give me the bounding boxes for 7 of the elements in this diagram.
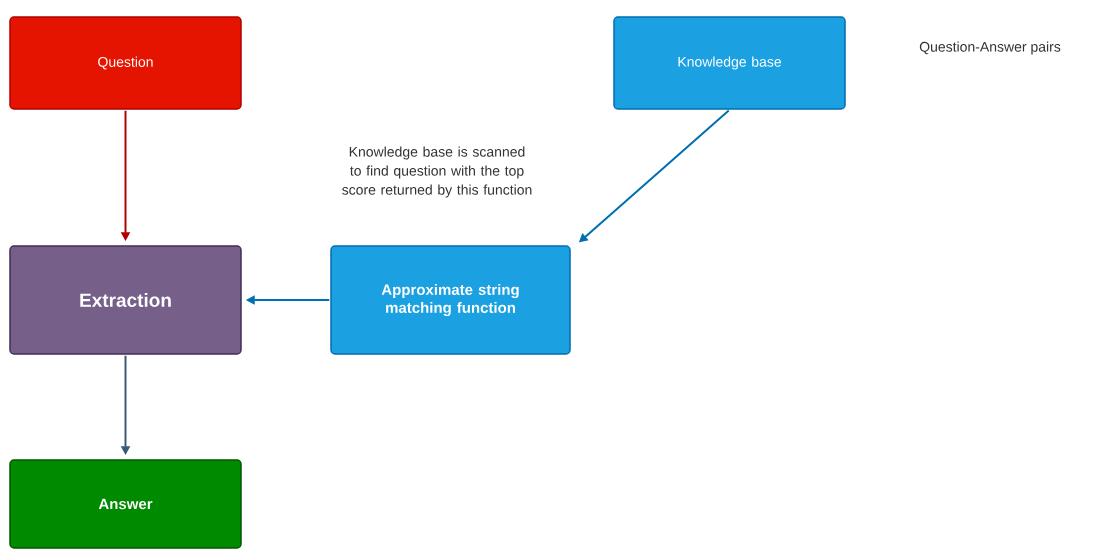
process-box: Knowledge base: [613, 16, 846, 110]
process-box: Question: [9, 16, 242, 110]
note-text: Question-Answer pairs: [919, 41, 1061, 55]
process-box: Extraction: [9, 245, 242, 355]
note-text: Knowledge base is scanned to find question with the top score returned by this function: [342, 146, 532, 198]
process-box: Answer: [9, 459, 242, 549]
process-box: Approximate string matching function: [330, 245, 571, 355]
